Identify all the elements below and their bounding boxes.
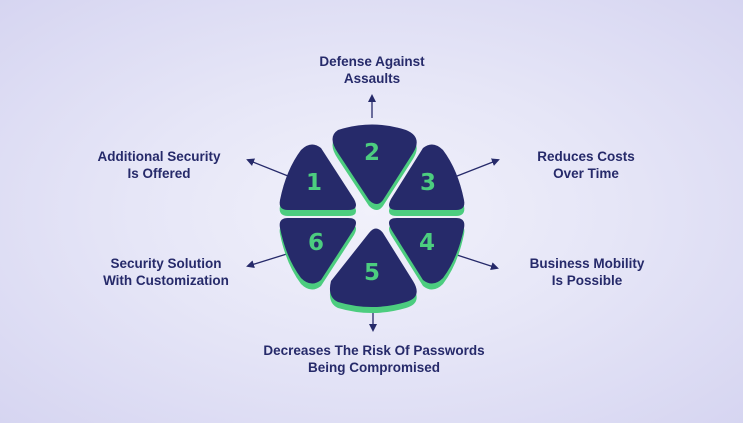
arrow-4: [456, 254, 499, 270]
arrows: [246, 94, 500, 332]
segment-number: 5: [364, 260, 380, 286]
label-security-solution: Security Solution With Customization: [103, 256, 229, 288]
segment-6: 6: [279, 218, 356, 290]
segment-number: 2: [364, 140, 380, 166]
arrow-1: [246, 158, 294, 179]
arrow-3: [451, 158, 500, 179]
segment-number: 1: [306, 170, 322, 196]
segment-5: 5: [329, 228, 417, 313]
segment-1: 1: [279, 144, 356, 216]
segment-number: 4: [419, 230, 435, 256]
segment-3: 3: [389, 144, 465, 216]
segment-2: 2: [332, 124, 417, 210]
segment-number: 6: [308, 230, 324, 256]
arrow-6: [246, 252, 291, 269]
label-additional-security: Additional Security Is Offered: [97, 149, 221, 181]
label-business-mobility: Business Mobility Is Possible: [529, 256, 645, 288]
label-decreases-risk: Decreases The Risk Of Passwords Being Co…: [263, 343, 485, 375]
label-defense-against-assaults: Defense Against Assaults: [319, 54, 425, 86]
segment-number: 3: [420, 170, 436, 196]
label-reduces-costs: Reduces Costs Over Time: [537, 149, 635, 181]
segment-4: 4: [389, 218, 465, 290]
